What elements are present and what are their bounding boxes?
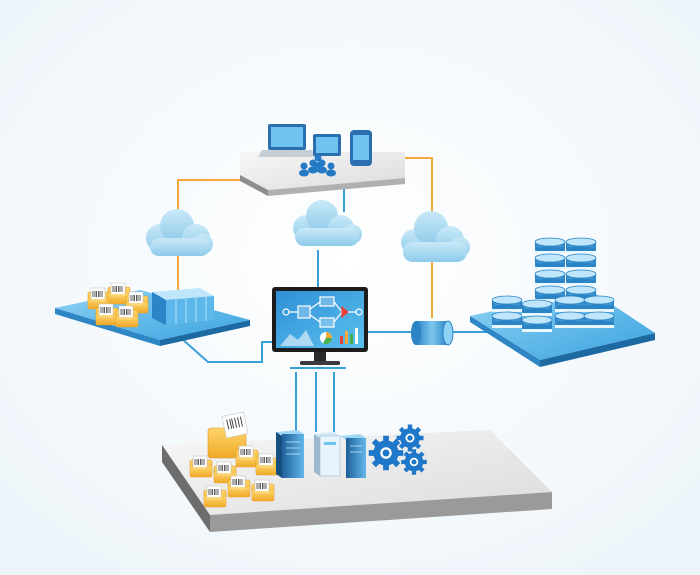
platform-side-left bbox=[240, 175, 268, 196]
monitor-neck bbox=[314, 352, 326, 362]
cloud-left bbox=[146, 209, 213, 256]
monitor-stand bbox=[300, 361, 340, 365]
platform-side-left bbox=[470, 316, 540, 367]
platform-side-right bbox=[210, 492, 552, 532]
workflow-monitor bbox=[272, 287, 368, 365]
devices-platform bbox=[240, 124, 405, 196]
phone-icon bbox=[350, 130, 372, 166]
cloud-icon bbox=[146, 209, 213, 256]
user-group-icon bbox=[299, 154, 336, 177]
pie-chart-icon bbox=[320, 332, 332, 345]
services-platform bbox=[162, 411, 552, 532]
server-tower-icon bbox=[276, 430, 366, 478]
cloud-icon bbox=[293, 200, 362, 246]
platform-side-right bbox=[268, 178, 405, 196]
connector-cylinder bbox=[411, 320, 454, 346]
edge-documents-monitor bbox=[171, 329, 278, 363]
cloud-icon bbox=[401, 211, 470, 262]
edge-devices-cloud-left bbox=[177, 179, 243, 215]
platform-side-right bbox=[540, 333, 655, 367]
pipe-connector-icon bbox=[411, 320, 454, 346]
database-platform bbox=[470, 237, 655, 367]
cloud-center bbox=[293, 200, 362, 246]
mountain-graph-icon bbox=[280, 330, 314, 346]
platform-side-left bbox=[162, 445, 210, 532]
connection-lines bbox=[171, 157, 490, 432]
platform-side-left bbox=[55, 308, 160, 346]
documents-platform bbox=[55, 282, 250, 346]
cloud-right bbox=[401, 211, 470, 262]
workflow-chart-icon bbox=[282, 296, 363, 328]
barcode-document-icon bbox=[189, 411, 279, 508]
laptop-icon bbox=[258, 124, 316, 157]
platform-side-right bbox=[160, 320, 250, 346]
server-rack-icon bbox=[152, 288, 214, 325]
bar-chart-icon bbox=[340, 328, 358, 344]
tablet-icon bbox=[313, 134, 341, 156]
